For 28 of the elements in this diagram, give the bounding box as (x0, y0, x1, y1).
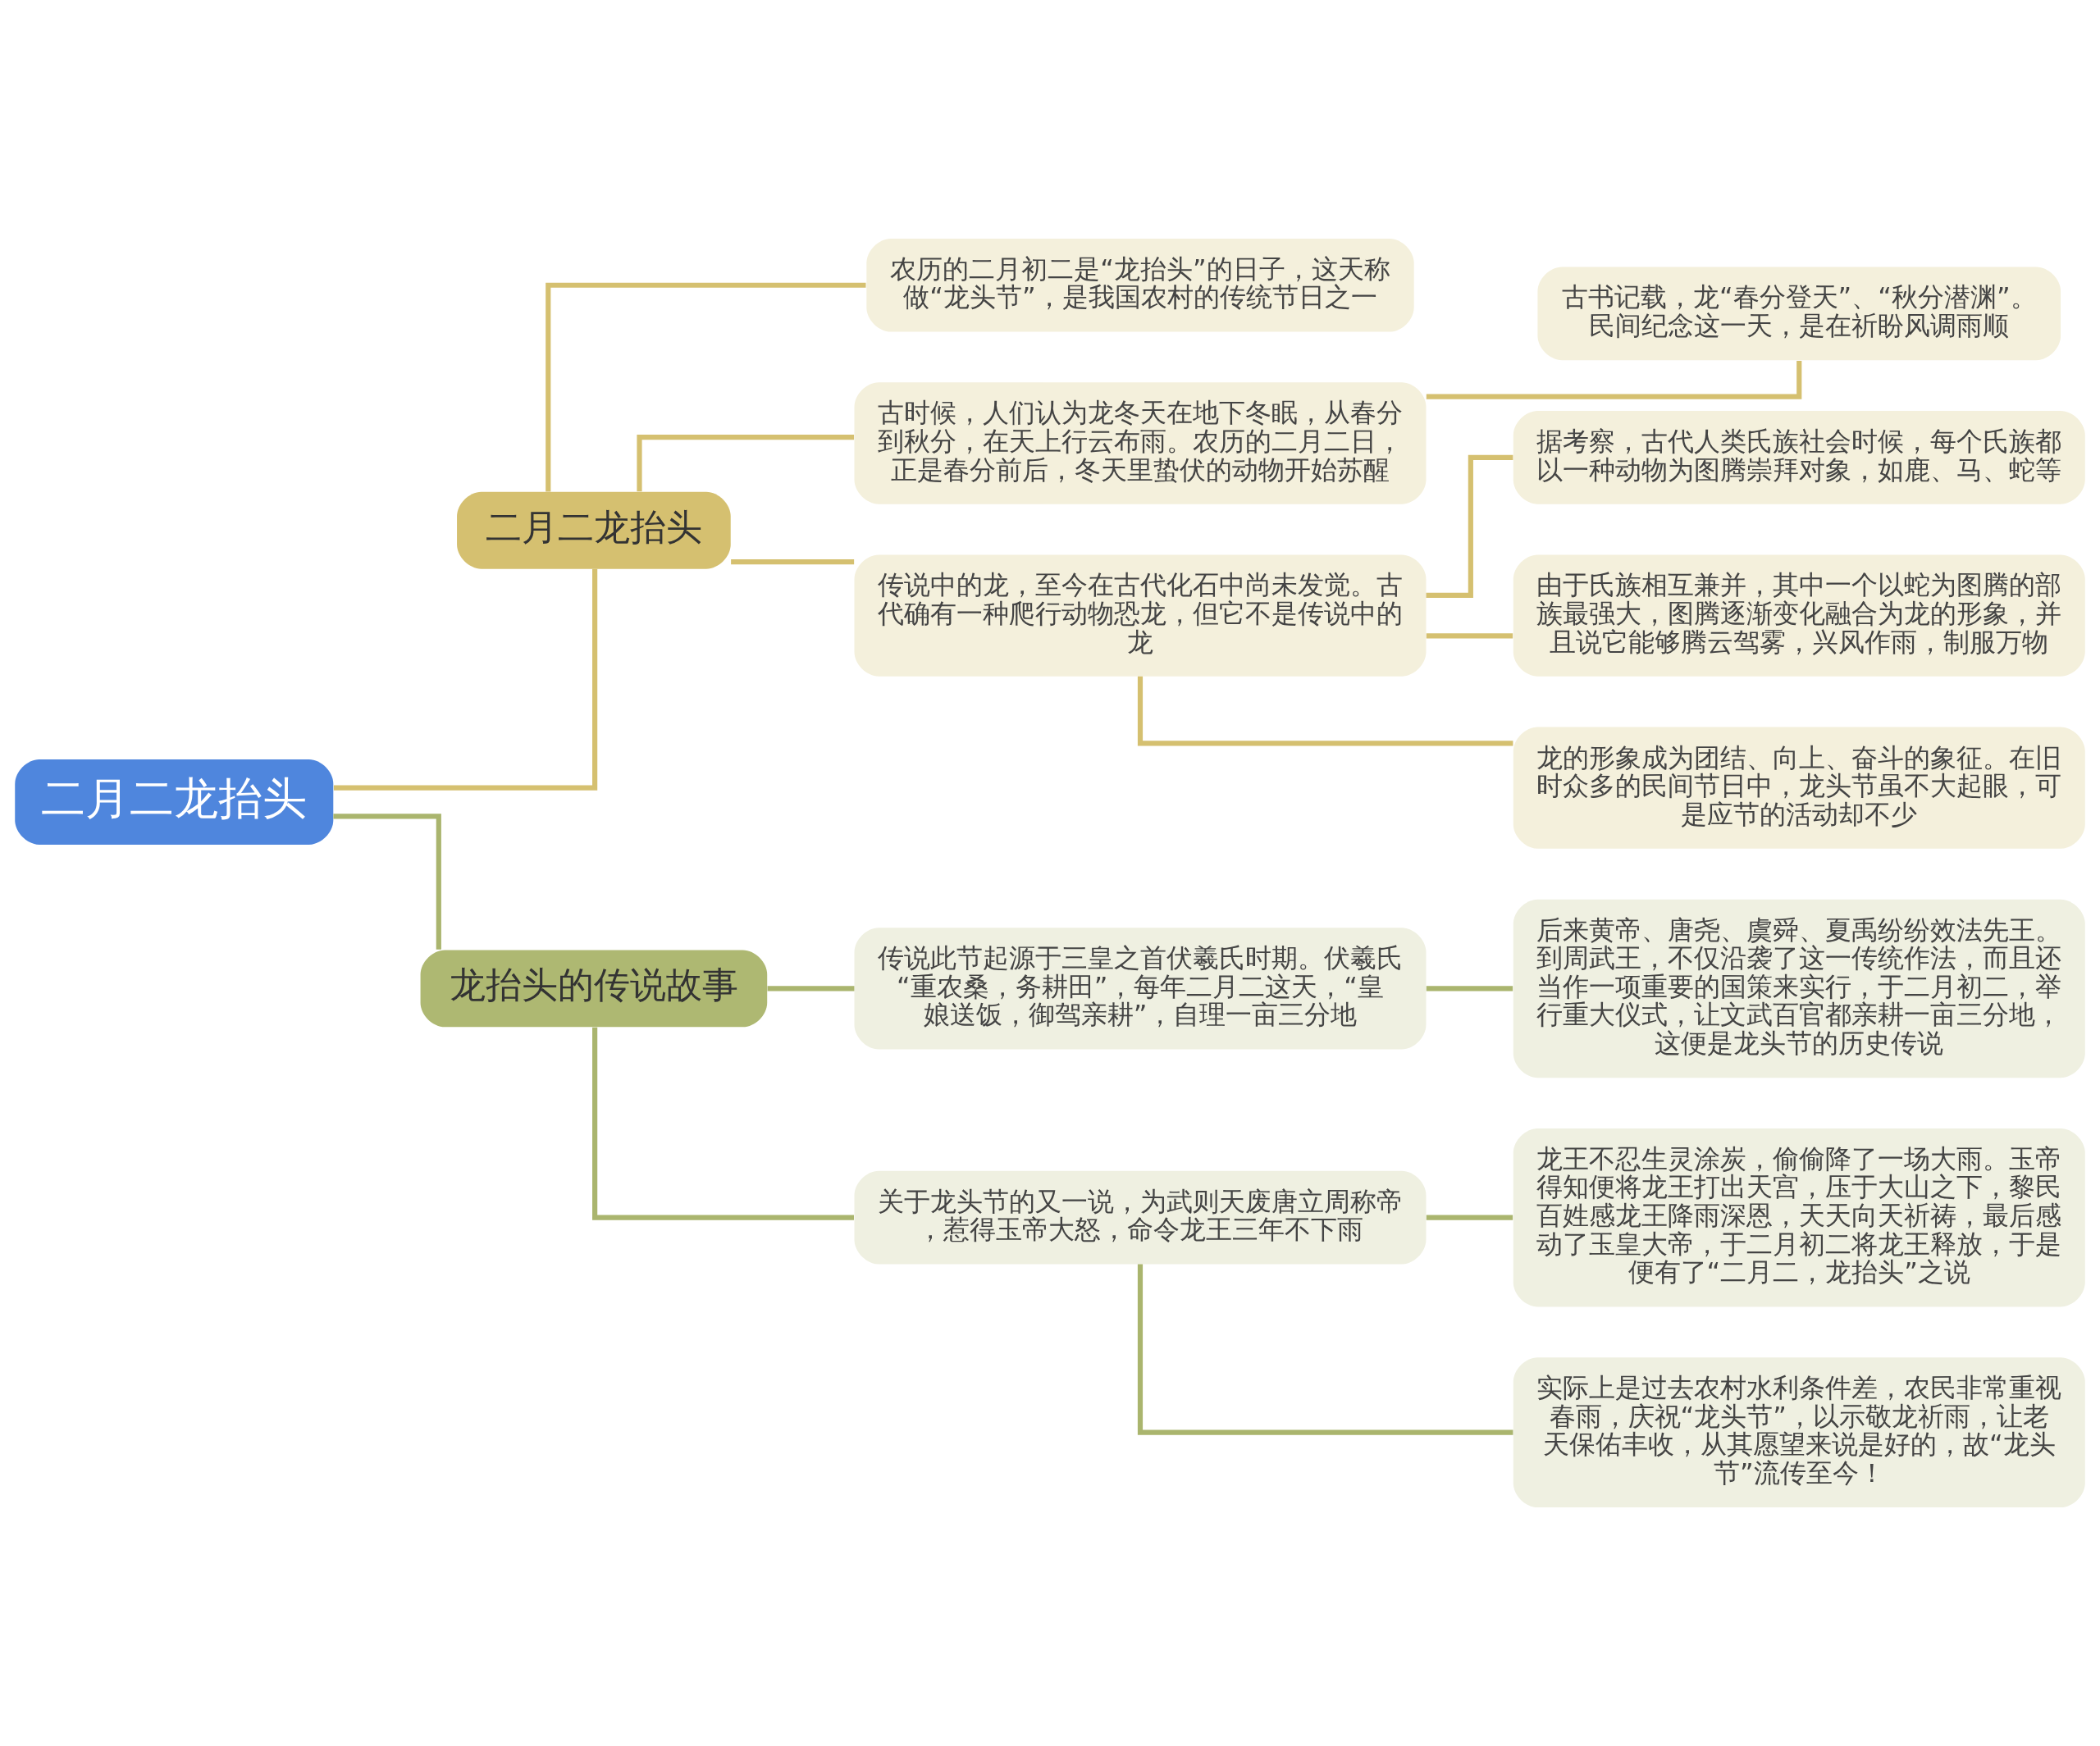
connector (637, 435, 855, 492)
node-box: 龙抬头的传说故事 (420, 950, 768, 1028)
node-box: 关于龙头节的又一说，为武则天废唐立周称帝，惹得玉帝大怒，命令龙王三年不下雨 (854, 1170, 1427, 1265)
node-box: 后来黄帝、唐尧、虞舜、夏禹纷纷效法先王。到周武王，不仅沿袭了这一传统作法，而且还当作一项重要的国策来实行，于二月初二，举行重大仪式，让文武百官都亲耕一亩三分地，这便是龙头节的历史传说 (1513, 899, 2085, 1078)
connector (1426, 454, 1513, 598)
connector (731, 559, 855, 565)
node-box: 据考察，古代人类氏族社会时候，每个氏族都以一种动物为图腾崇拜对象，如鹿、马、蛇等 (1513, 410, 2085, 504)
node-box: 龙的形象成为团结、向上、奋斗的象征。在旧时众多的民间节日中，龙头节虽不大起眼，可是应节的活动却不少 (1513, 727, 2085, 849)
node-box: 古书记载，龙“春分登天”、“秋分潜渊”。民间纪念这一天，是在祈盼风调雨顺 (1537, 267, 2061, 361)
connector (1137, 676, 1513, 746)
connector (1426, 986, 1513, 992)
node-box: 古时候，人们认为龙冬天在地下冬眠，从春分到秋分，在天上行云布雨。农历的二月二日，正是春分前后，冬天里蛰伏的动物开始苏醒 (854, 382, 1427, 504)
node-box: 实际上是过去农村水利条件差，农民非常重视春雨，庆祝“龙头节”，以示敬龙祈雨，让老天保佑丰收，从其愿望来说是好的，故“龙头节”流传至今！ (1513, 1357, 2085, 1508)
connector (333, 568, 598, 791)
connector (1426, 633, 1513, 639)
node-box: 传说此节起源于三皇之首伏羲氏时期。伏羲氏“重农桑，务耕田”，每年二月二这天，“皇娘送饭，御驾亲耕”，自理一亩三分地 (854, 928, 1427, 1050)
connector (333, 814, 441, 950)
node-box: 农历的二月初二是“龙抬头”的日子，这天称做“龙头节”，是我国农村的传统节日之一 (866, 238, 1414, 332)
connector (1137, 1264, 1513, 1435)
connector (1426, 1215, 1513, 1220)
node-box: 龙王不忍生灵涂炭，偷偷降了一场大雨。玉帝得知便将龙王打出天宫，压于大山之下，黎民百姓感龙王降雨深恩，天天向天祈祷，最后感动了玉皇大帝，于二月初二将龙王释放，于是便有了“二月二，龙抬头”之说 (1513, 1128, 2085, 1307)
connector (767, 986, 855, 992)
node-box: 由于氏族相互兼并，其中一个以蛇为图腾的部族最强大，图腾逐渐变化融合为龙的形象，并且说它能够腾云驾雾，兴风作雨，制服万物 (1513, 554, 2085, 677)
node-box: 二月二龙抬头 (15, 759, 334, 845)
node-box: 二月二龙抬头 (457, 491, 731, 569)
connector (592, 1027, 854, 1220)
node-box: 传说中的龙，至今在古代化石中尚未发觉。古代确有一种爬行动物恐龙，但它不是传说中的龙 (854, 554, 1427, 677)
connector (546, 282, 866, 492)
